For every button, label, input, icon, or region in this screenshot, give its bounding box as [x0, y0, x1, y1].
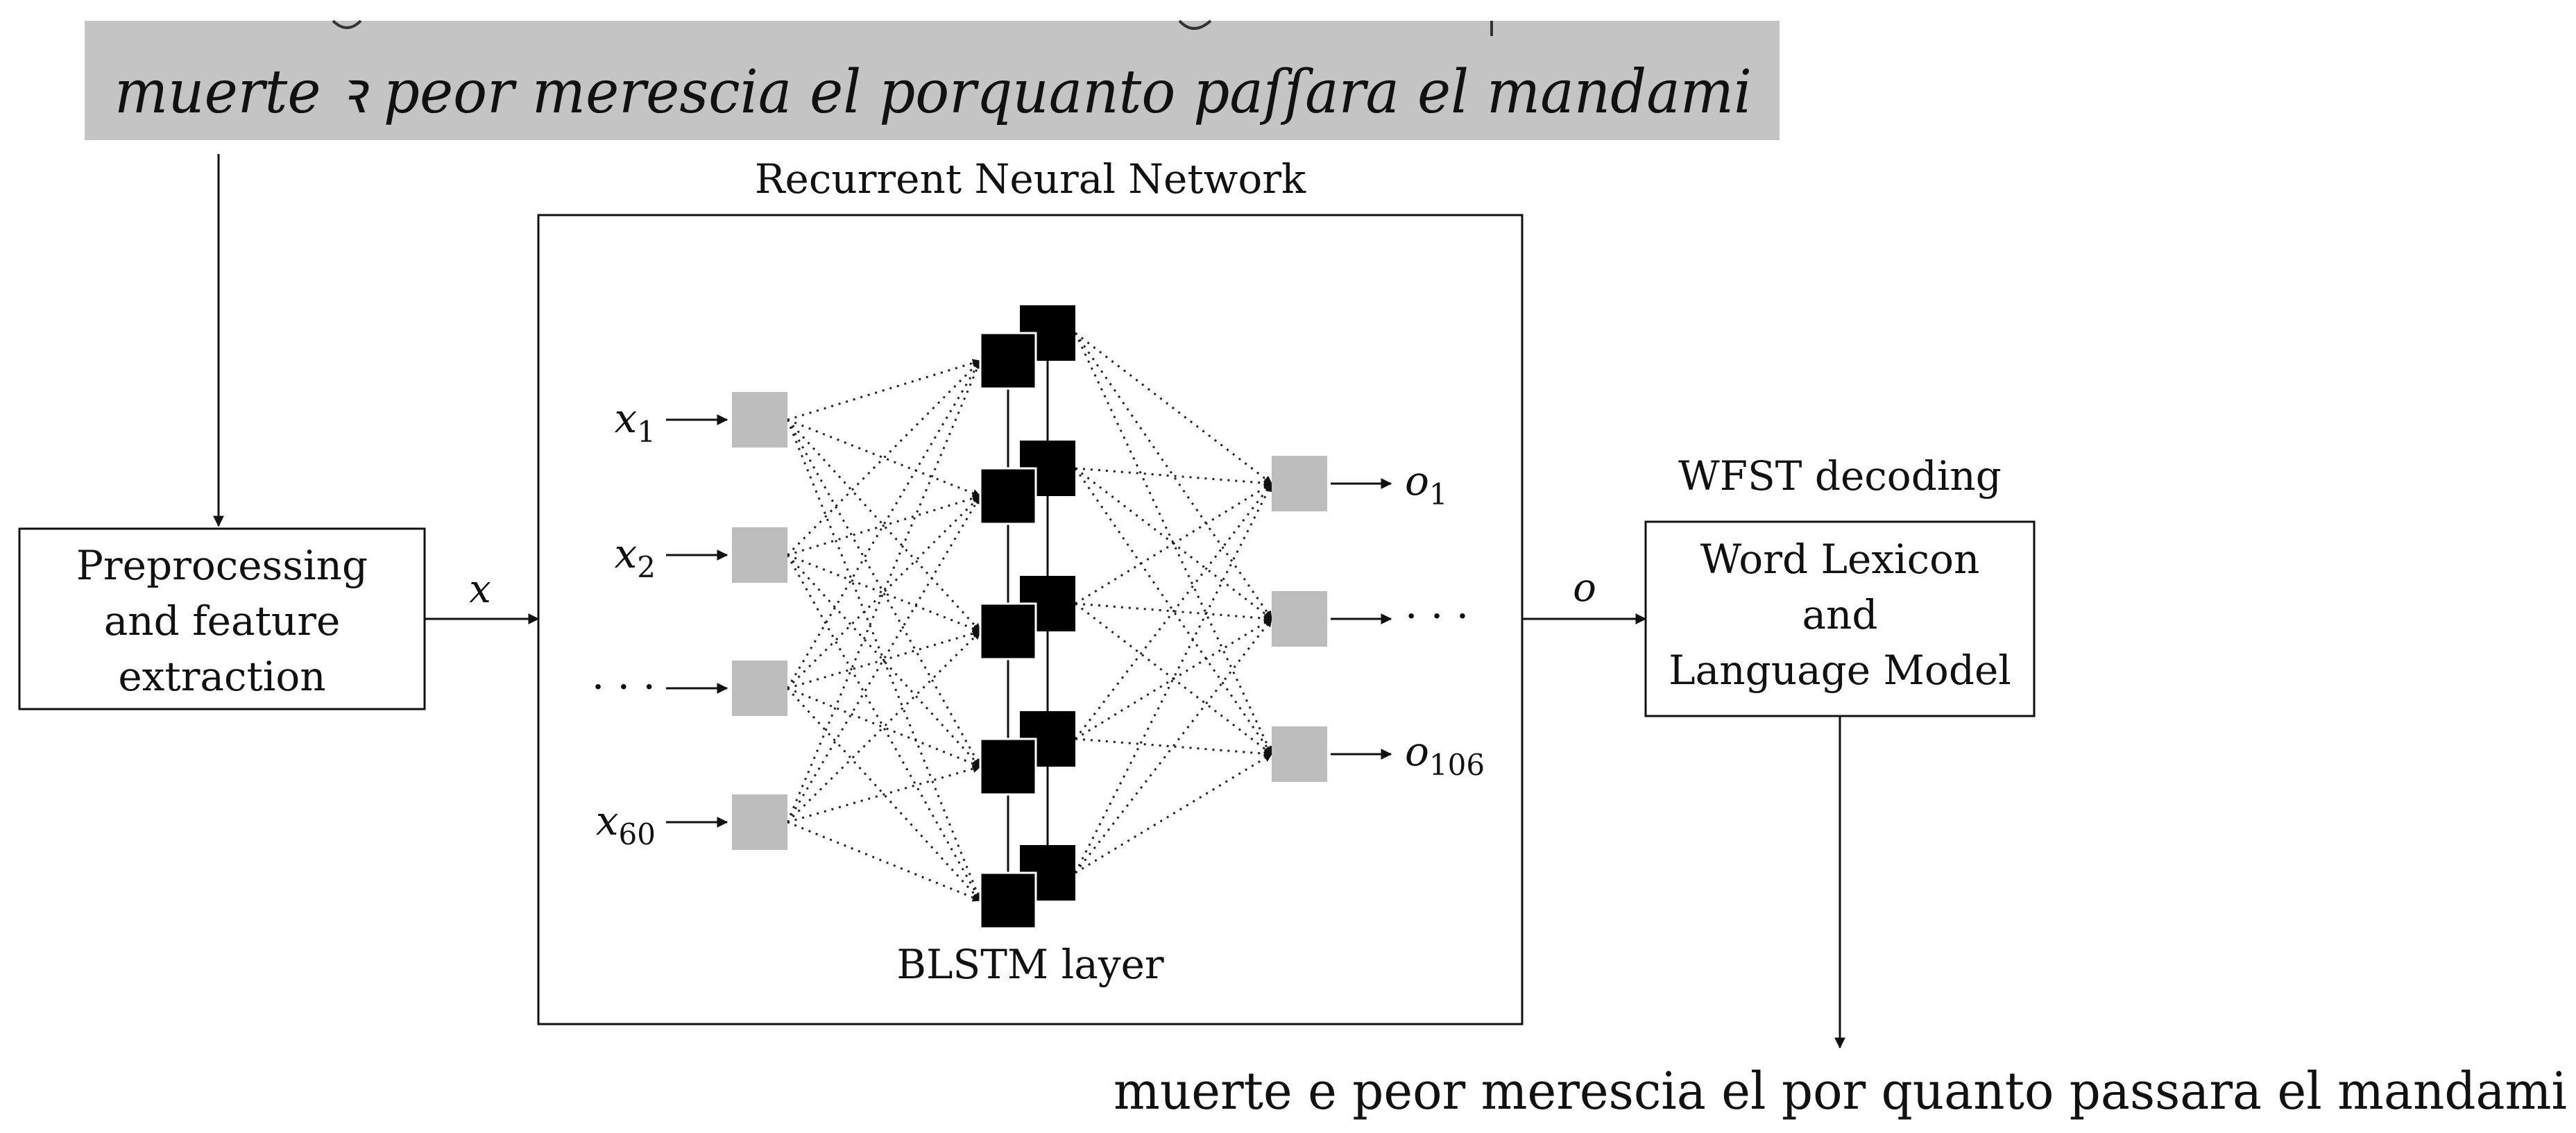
preprocessing-line-2: and feature — [104, 597, 341, 645]
connection-hidden-out — [1075, 482, 1272, 605]
output-unit — [1272, 591, 1327, 647]
input-unit — [732, 392, 787, 448]
connection-hidden-out — [1074, 618, 1273, 874]
wfst-block: WFST decoding Word Lexicon and Language … — [1644, 452, 2036, 717]
input-unit — [732, 794, 787, 850]
o-label: o — [1573, 565, 1596, 611]
manuscript-image: muerte ꝛ peor merescia el porquanto paſſ… — [85, 19, 1780, 140]
output-unit — [1272, 726, 1327, 782]
blstm-forward-unit — [979, 602, 1037, 661]
connection-in-hidden — [787, 629, 981, 690]
wfst-line-1: Word Lexicon — [1700, 536, 1980, 583]
input-label: · · · — [592, 663, 656, 710]
blstm-label: BLSTM layer — [896, 941, 1164, 988]
blstm-forward-unit — [979, 332, 1037, 390]
wfst-line-3: Language Model — [1669, 647, 2011, 694]
connection-in-hidden — [787, 494, 981, 556]
output-label: o1 — [1405, 457, 1448, 511]
connection-hidden-out — [1075, 332, 1272, 485]
x-label: x — [469, 567, 491, 612]
preprocessing-line-1: Preprocessing — [76, 542, 368, 589]
connection-hidden-out — [1075, 753, 1272, 874]
manuscript-text: muerte ꝛ peor merescia el porquanto paſſ… — [114, 58, 1752, 127]
preprocessing-block: Preprocessing and feature extraction — [18, 527, 426, 710]
output-label: · · · — [1405, 593, 1469, 640]
connection-hidden-out — [1074, 332, 1273, 755]
preprocessing-line-3: extraction — [118, 653, 325, 700]
input-label: x1 — [615, 395, 656, 449]
wfst-title: WFST decoding — [1678, 452, 2002, 500]
connection-in-hidden — [786, 554, 982, 768]
connection-in-hidden — [787, 765, 981, 824]
connection-in-hidden — [786, 554, 982, 901]
blstm-forward-unit — [979, 467, 1037, 525]
rnn-title: Recurrent Neural Network — [755, 155, 1306, 203]
connection-hidden-out — [1075, 617, 1272, 740]
connection-in-hidden — [786, 419, 982, 767]
connection-in-hidden — [786, 687, 982, 902]
blstm-forward-unit — [979, 738, 1037, 796]
rnn-block: Recurrent Neural Network x1 x2 · · · x60 o1 ·… — [537, 155, 1524, 1025]
wfst-line-2: and — [1802, 591, 1877, 638]
transcript-text: muerte e peor merescia el por quanto pas… — [1114, 1062, 2567, 1121]
output-label: o106 — [1405, 728, 1485, 782]
neural-network: x1 x2 · · · x60 o1 · · · o106 — [592, 305, 1485, 930]
blstm-forward-unit — [979, 871, 1037, 930]
input-label: x2 — [615, 530, 656, 584]
input-unit — [732, 527, 787, 583]
input-unit — [732, 661, 787, 716]
output-unit — [1272, 456, 1327, 511]
connection-in-hidden — [786, 418, 982, 633]
connection-in-hidden — [787, 359, 981, 421]
input-label: x60 — [596, 797, 656, 851]
connection-hidden-out — [1074, 483, 1273, 740]
